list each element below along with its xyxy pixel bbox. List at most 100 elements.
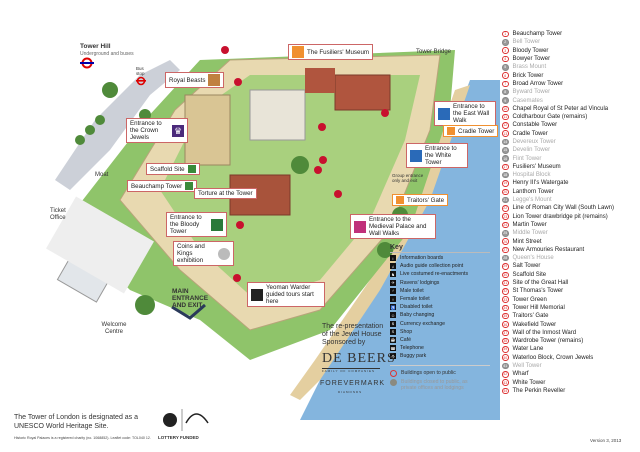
key-item-label: Buggy park bbox=[400, 353, 427, 360]
place-name: Chapel Royal of St Peter ad Vincula bbox=[512, 105, 609, 112]
callout-torture[interactable]: Torture at the Tower bbox=[194, 188, 257, 199]
key-item: ☎ Telephone bbox=[390, 344, 490, 352]
place-number-badge: 19 bbox=[502, 180, 509, 187]
place-number-badge: 5 bbox=[502, 64, 509, 71]
callout-label: Entrance to the White Tower bbox=[425, 145, 457, 166]
place-name: Cradle Tower bbox=[512, 130, 548, 137]
key-item-label: Disabled toilet bbox=[400, 304, 433, 311]
version-text: Version 3, 2013 bbox=[590, 438, 622, 443]
place-number-badge: 29 bbox=[502, 263, 509, 270]
place-name: Salt Tower bbox=[512, 263, 541, 270]
callout-label: Yeoman Warder guided tours start here bbox=[266, 284, 314, 305]
key-item: ♀Female toilet bbox=[390, 295, 490, 303]
key-item-label: Telephone bbox=[400, 345, 424, 352]
callout-label: Traitors' Gate bbox=[407, 196, 445, 204]
callout-coins-and-kings[interactable]: Coins and Kings exhibition bbox=[173, 241, 234, 266]
place-number-badge: 18 bbox=[502, 171, 509, 179]
place-name: Casemates bbox=[512, 97, 543, 104]
key-item: ✈Ravens' lodgings bbox=[390, 279, 490, 287]
callout-label: The Fusiliers' Museum bbox=[307, 48, 370, 56]
callout-fusiliers-museum[interactable]: The Fusiliers' Museum bbox=[288, 44, 374, 60]
callout-crown-jewels[interactable]: Entrance to the Crown Jewels ♛ bbox=[126, 118, 188, 143]
callout-royal-beasts[interactable]: Royal Beasts bbox=[165, 72, 225, 88]
forevermark-sublogo: DIAMONDS bbox=[338, 390, 363, 394]
place-number-badge: 2 bbox=[502, 39, 509, 46]
cafe-icon: ☕ bbox=[390, 336, 396, 343]
scaffold-icon bbox=[187, 165, 196, 173]
place-name: Broad Arrow Tower bbox=[512, 80, 564, 87]
callout-label: Torture at the Tower bbox=[198, 190, 253, 197]
telephone-icon: ☎ bbox=[390, 345, 396, 352]
crown-icon: ♛ bbox=[172, 124, 184, 137]
place-number-badge: 20 bbox=[502, 188, 509, 196]
key-item-label: Information boards bbox=[400, 255, 444, 262]
callout-yeoman-warder[interactable]: Yeoman Warder guided tours start here bbox=[247, 282, 325, 307]
place-name: Waterloo Block, Crown Jewels bbox=[512, 354, 594, 361]
place-number-badge: 10 bbox=[502, 105, 509, 113]
callout-bloody-tower[interactable]: Entrance to the Bloody Tower bbox=[166, 212, 227, 237]
place-name: Wall of the Inmost Ward bbox=[512, 329, 577, 336]
tower-icon bbox=[185, 182, 194, 190]
tower-bridge-label: Tower Bridge bbox=[416, 49, 452, 55]
waterloo-block bbox=[184, 94, 231, 166]
callout-beauchamp-tower[interactable]: Beauchamp Tower bbox=[127, 180, 198, 192]
key-item: ♞Live costumed re-enactments bbox=[390, 270, 490, 278]
medieval-palace-icon bbox=[354, 220, 366, 233]
currency-exchange-icon: $ bbox=[390, 320, 396, 327]
forevermark-logo: FOREVERMARK bbox=[320, 380, 386, 387]
place-name: New Armouries Restaurant bbox=[512, 246, 585, 253]
key-title: Key bbox=[390, 244, 490, 253]
place-name: Wakefield Tower bbox=[512, 321, 557, 328]
callout-white-tower[interactable]: Entrance to the White Tower bbox=[406, 143, 468, 168]
road bbox=[55, 60, 180, 190]
callout-scaffold-site[interactable]: Scaffold Site bbox=[146, 163, 200, 175]
place-number-badge: 16 bbox=[502, 155, 509, 162]
key-item: ♿Disabled toilet bbox=[390, 303, 490, 311]
key-item-label: Baby changing bbox=[400, 312, 435, 319]
place-number-badge: 44 bbox=[502, 387, 509, 395]
white-tower-icon bbox=[410, 149, 422, 162]
callout-label: Beauchamp Tower bbox=[131, 182, 183, 190]
place-name: Site of the Great Hall bbox=[512, 280, 569, 287]
place-name: Lanthorn Tower bbox=[512, 188, 554, 195]
baby-changing-icon: ☺ bbox=[390, 312, 396, 319]
place-name: Develin Tower bbox=[512, 147, 551, 154]
place-number-badge: 9 bbox=[502, 97, 509, 104]
information-icon: i bbox=[390, 255, 396, 262]
callout-label: Entrance to the Crown Jewels bbox=[130, 120, 162, 141]
place-name: Line of Roman City Wall (South Lawn) bbox=[512, 205, 615, 212]
white-tower bbox=[249, 89, 306, 141]
callout-cradle-tower[interactable]: Cradle Tower bbox=[443, 125, 499, 137]
closed-building-icon bbox=[390, 379, 397, 387]
place-number-badge: 33 bbox=[502, 296, 509, 303]
cradle-tower-icon bbox=[447, 127, 455, 135]
key-item-label: Audio guide collection point bbox=[400, 263, 464, 270]
callout-label: Royal Beasts bbox=[169, 76, 206, 84]
callout-east-wall-walk[interactable]: Entrance to the East Wall Walk bbox=[434, 101, 496, 126]
callout-medieval-palace[interactable]: Entrance to the Medieval Palace and Wall… bbox=[350, 214, 436, 239]
place-number-badge: 37 bbox=[502, 329, 509, 337]
callout-traitors-gate[interactable]: Traitors' Gate bbox=[392, 194, 449, 206]
ticket-office-label: Ticket Office bbox=[50, 208, 66, 221]
place-number-badge: 21 bbox=[502, 196, 509, 204]
